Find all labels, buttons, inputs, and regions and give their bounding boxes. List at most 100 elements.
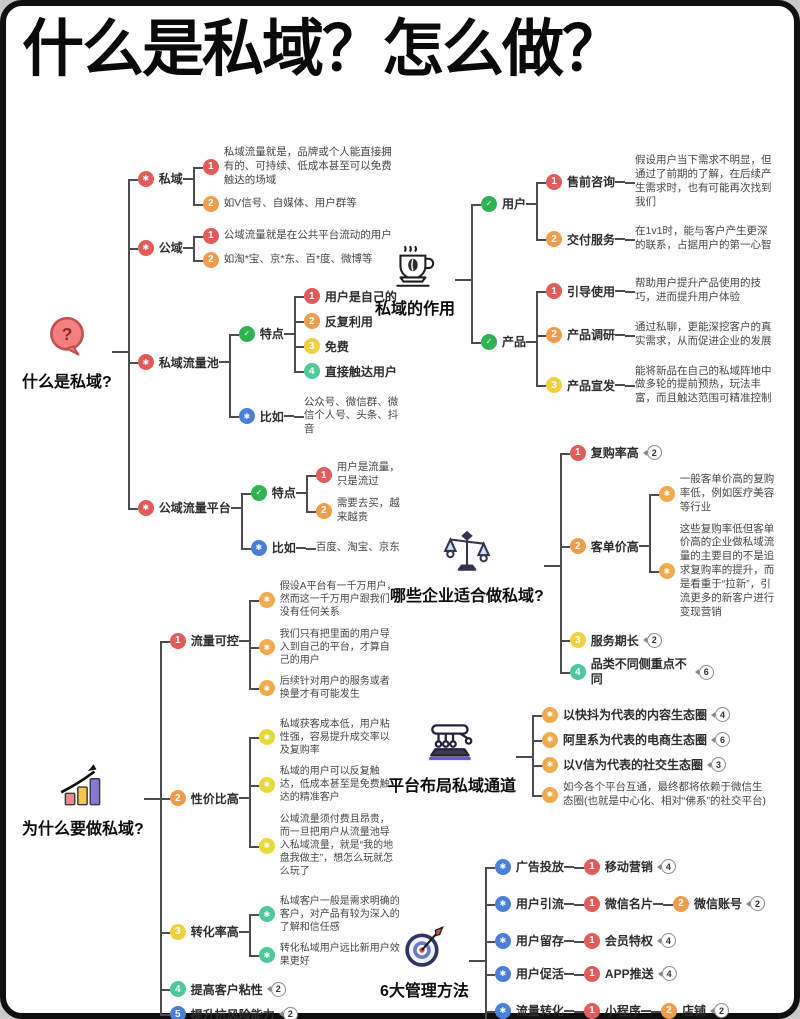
node-label: 移动营销 [604,860,653,874]
node-label: 私域的用户可以反复触达，低成本甚至是免费触达的精准客户 [279,766,390,804]
collapse-count-badge: 4 [715,707,731,722]
star-bullet-icon: ✱ [250,539,267,556]
number-badge: 3 [303,338,320,355]
mindmap-node: ✱私域 [137,170,183,187]
star-bullet-icon: ✱ [542,706,559,723]
node-label: 阿里系为代表的电商生态圈 [563,733,708,747]
cluster-root-label: 什么是私域? [22,374,112,392]
connector-line [526,340,537,343]
node-label: 以V信为代表的社交生态圈 [563,758,704,772]
cluster-root: 私域的作用 [375,241,455,319]
number-badge: 1 [583,1002,600,1019]
mindmap-node: 通过私聊，更能深挖客户的真实需求，从而促进企业的发展 [635,321,773,349]
star-bullet-icon: ✱ [137,170,154,187]
node-label: 流量可控 [190,634,239,649]
mindmap-node: ✱用户引流 [494,895,564,912]
node-label: 复购率高 [590,446,639,460]
star-bullet-icon: ✱ [258,776,275,793]
node-label: 直接触达用户 [324,364,397,379]
collapse-count-badge: 4 [660,859,676,874]
mindmap-node: 公众号、微信群、微信个人号、头条、抖音 [304,396,404,438]
node-label: 用户引流 [515,897,564,911]
question-bubble-icon: ? [41,312,93,364]
star-bullet-icon: ✱ [658,563,675,580]
check-icon: ✓ [481,333,498,350]
cluster-root: 为什么要做私域? [22,759,144,839]
connector-line [615,180,626,183]
star-bullet-icon: ✱ [238,408,255,425]
balance-scale-icon [441,526,493,578]
star-bullet-icon: ✱ [494,932,511,949]
star-bullet-icon: ✱ [137,239,154,256]
number-badge: 2 [202,251,219,268]
mindmap-node: ✱公域流量平台 [137,499,231,516]
star-bullet-icon: ✱ [542,731,559,748]
number-badge: 2 [569,538,586,555]
number-badge: 1 [546,283,563,300]
collapse-count-badge: 6 [698,664,714,680]
number-badge: 1 [202,227,219,244]
connector-line [455,279,472,282]
collapse-count-badge: 2 [646,445,662,460]
node-label: 产品宣发 [567,378,616,393]
node-label: 如淘*宝、京*东、百*度、微博等 [223,252,373,265]
node-label: 私域获客成本低，用户粘性强，容易提升成交率以及复购率 [279,718,390,756]
connector-line [295,546,306,549]
node-label: 假设用户当下需求不明显，但通过了前期的了解，在后续产生需求时，也有可能再次找到我… [635,154,772,208]
mindmap-node: ✱私域客户一般是需求明确的客户，对产品有较为深入的了解和信任感 [258,895,405,935]
number-badge: 1 [583,965,600,982]
mindmap-node: ✱私域获客成本低，用户粘性强，容易提升成交率以及复购率 [258,718,398,758]
connector-line [218,361,229,364]
connector-line [295,491,306,494]
collapse-count-badge: 4 [661,966,677,981]
mindmap-node: ✓产品 [481,333,526,350]
number-badge: 5 [169,1006,186,1019]
node-label: 私域流量就是，品牌或个人能直接拥有的、可持续、低成本甚至可以免费触达的场域 [223,146,392,186]
star-bullet-icon: ✱ [494,965,511,982]
node-label: APP推送 [604,967,654,981]
node-label: 售前咨询 [567,175,616,190]
node-label: 性价比高 [190,791,239,806]
connector-line [230,506,241,509]
mindmap-node: 帮助用户提升产品使用的技巧，进而提升用户体验 [635,277,773,305]
collapse-count-badge: 2 [749,896,765,911]
node-label: 如今各个平台互通，最终都将依赖于微信生态圈(也就是中心化、相对“佛系”的社交平台… [563,781,767,807]
newton-cradle-icon [424,718,480,768]
number-badge: 1 [169,632,186,649]
check-icon: ✓ [238,325,255,342]
cluster-root-label: 为什么要做私域? [22,821,144,839]
connector-line [516,756,533,759]
connector-line [563,902,574,905]
node-label: 广告投放 [515,860,564,874]
node-label: 我们只有把里面的用户导入到自己的平台，才算自己的用户 [279,628,390,666]
connector-line [563,865,574,868]
connector-line [182,246,193,249]
star-bullet-icon: ✱ [494,858,511,875]
connector-line [468,960,485,962]
mindmap-node: ✱这些复购率低但客单价高的企业做私域流量的主要目的不是追求复购率的提升，而是看重… [658,523,780,620]
number-badge: 4 [169,981,186,997]
cluster-root-label: 6大管理方法 [380,983,469,1000]
connector-line [615,333,626,336]
number-badge: 2 [202,195,219,212]
number-badge: 1 [202,158,219,175]
node-label: 品类不同侧重点不同 [590,656,687,687]
node-label: 后续针对用户的服务或者换量才有可能发生 [279,676,390,701]
